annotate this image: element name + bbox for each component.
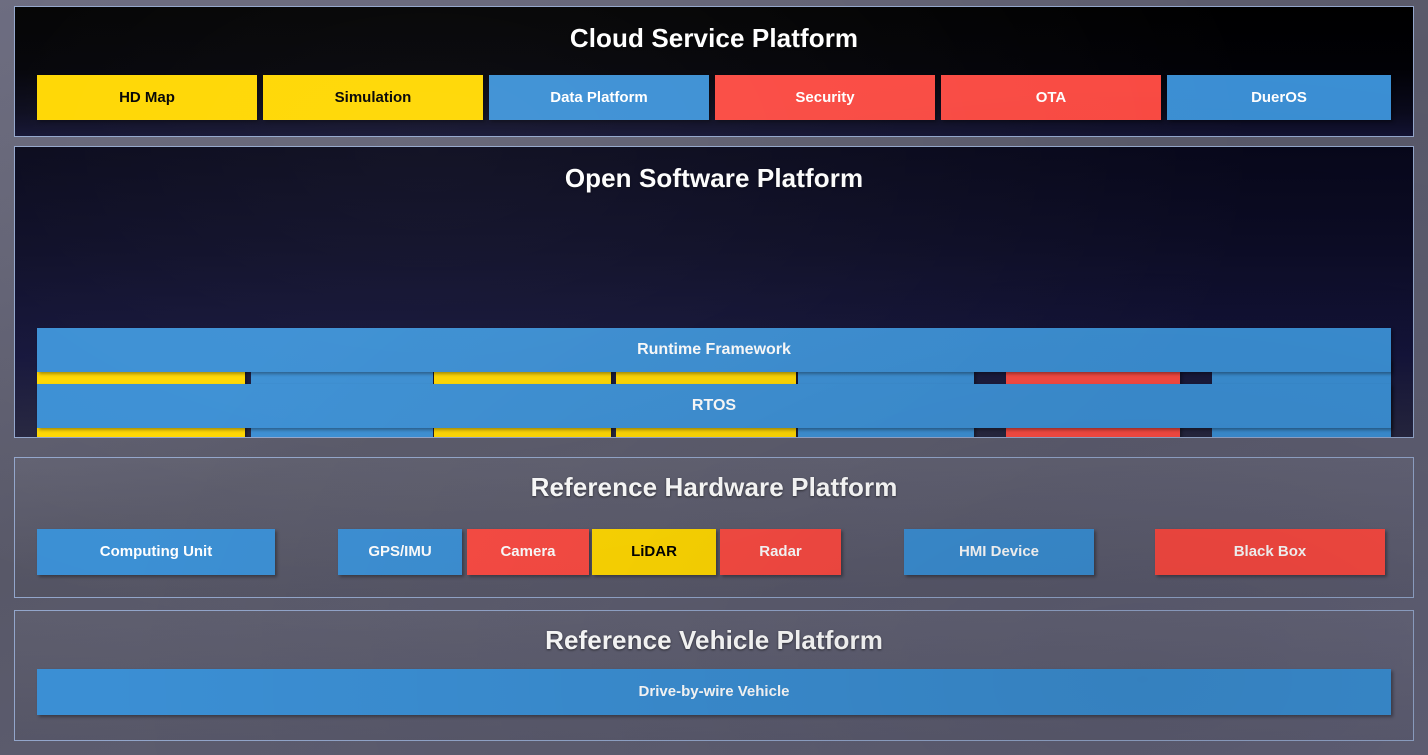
- block-hmi-device[interactable]: HMI Device: [904, 529, 1094, 575]
- block-camera[interactable]: Camera: [467, 529, 589, 575]
- block-drive-by-wire-vehicle[interactable]: Drive-by-wire Vehicle: [37, 669, 1391, 715]
- panel-title-cloud: Cloud Service Platform: [569, 23, 859, 53]
- panel-reference-hardware-platform: Reference Hardware Platform Computing Un…: [14, 457, 1414, 598]
- block-ota[interactable]: OTA: [941, 75, 1161, 120]
- block-simulation[interactable]: Simulation: [263, 75, 483, 120]
- block-hd-map[interactable]: HD Map: [37, 75, 257, 120]
- block-lidar[interactable]: LiDAR: [592, 529, 716, 575]
- bar-runtime-framework[interactable]: Runtime Framework: [37, 328, 1391, 372]
- panel-title-software: Open Software Platform: [564, 163, 864, 193]
- block-computing-unit[interactable]: Computing Unit: [37, 529, 275, 575]
- block-gps-imu[interactable]: GPS/IMU: [338, 529, 462, 575]
- bar-rtos[interactable]: RTOS: [37, 384, 1391, 428]
- block-dueros[interactable]: DuerOS: [1167, 75, 1391, 120]
- panel-cloud-service-platform: Cloud Service Platform HD Map Simulation…: [14, 6, 1414, 137]
- panel-reference-vehicle-platform: Reference Vehicle Platform Drive-by-wire…: [14, 610, 1414, 741]
- block-data-platform[interactable]: Data Platform: [489, 75, 709, 120]
- panel-open-software-platform: Open Software Platform Map Engine Locali…: [14, 146, 1414, 438]
- block-black-box[interactable]: Black Box: [1155, 529, 1385, 575]
- panel-title-hardware: Reference Hardware Platform: [530, 472, 898, 502]
- panel-title-vehicle: Reference Vehicle Platform: [545, 625, 883, 655]
- block-radar[interactable]: Radar: [720, 529, 841, 575]
- block-security[interactable]: Security: [715, 75, 935, 120]
